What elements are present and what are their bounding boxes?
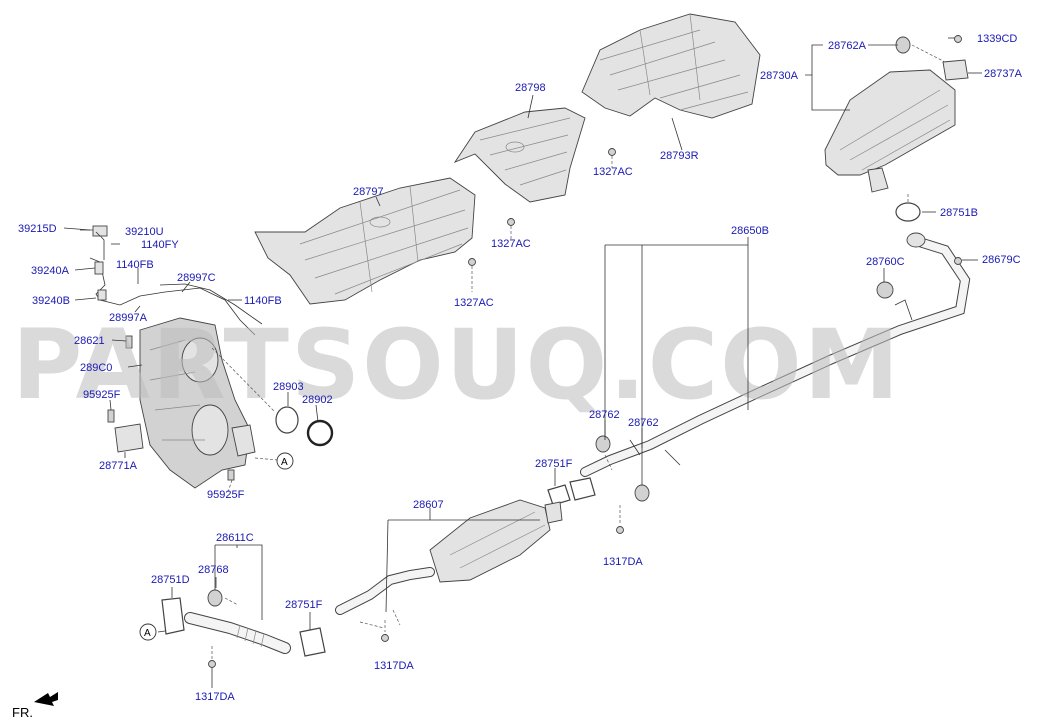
label-28997C[interactable]: 28997C xyxy=(177,272,216,284)
label-95925F-1[interactable]: 95925F xyxy=(83,389,121,401)
label-28611C[interactable]: 28611C xyxy=(216,532,254,544)
gasket-28751B xyxy=(895,202,921,222)
label-39240A[interactable]: 39240A xyxy=(31,265,70,277)
part-labels: 39215D 39210U 1140FY 39240A 1140FB 28997… xyxy=(18,33,1023,703)
gasket-28751D xyxy=(161,597,185,635)
hanger-28760C xyxy=(876,281,894,299)
muffler-28730A xyxy=(824,69,956,193)
front-arrow-icon xyxy=(34,692,58,706)
nut-1327AC-1 xyxy=(468,258,476,266)
ref-circle-a-2-text: A xyxy=(144,628,151,639)
tail-pipe-28650B xyxy=(580,232,971,477)
heat-shield-28797 xyxy=(254,177,476,305)
label-28760C[interactable]: 28760C xyxy=(866,256,905,268)
bolt-28621 xyxy=(125,335,133,349)
gasket-28751F-2 xyxy=(299,627,326,657)
heat-shield-28798 xyxy=(453,107,586,203)
nut-1317DA-1 xyxy=(616,526,624,534)
watermark-text: PARTSOUQ.COM xyxy=(12,309,901,421)
label-28751F-1[interactable]: 28751F xyxy=(535,458,573,470)
gasket-28903 xyxy=(275,406,299,434)
label-39215D[interactable]: 39215D xyxy=(18,223,57,235)
label-1317DA-2[interactable]: 1317DA xyxy=(374,660,414,672)
label-1317DA-1[interactable]: 1317DA xyxy=(603,556,643,568)
nut-1327AC-2 xyxy=(507,218,515,226)
leader-lines xyxy=(63,37,982,688)
label-28768[interactable]: 28768 xyxy=(198,564,229,576)
label-28650B[interactable]: 28650B xyxy=(731,225,769,237)
clamp-28902 xyxy=(306,419,334,447)
ref-circle-a-2[interactable]: A xyxy=(139,623,157,641)
label-28762-2[interactable]: 28762 xyxy=(628,417,659,429)
label-28903[interactable]: 28903 xyxy=(273,381,304,393)
catalytic-converter-289C0 xyxy=(139,317,256,489)
ref-circle-a-1-text: A xyxy=(281,457,288,468)
label-1327AC-1[interactable]: 1327AC xyxy=(454,297,494,309)
hanger-28768 xyxy=(207,589,223,607)
label-28607[interactable]: 28607 xyxy=(413,499,444,511)
label-28762-1[interactable]: 28762 xyxy=(589,409,620,421)
label-1327AC-3[interactable]: 1327AC xyxy=(593,166,633,178)
label-28679C[interactable]: 28679C xyxy=(982,254,1021,266)
label-95925F-2[interactable]: 95925F xyxy=(207,489,245,501)
label-28737A[interactable]: 28737A xyxy=(984,68,1023,80)
label-28771A[interactable]: 28771A xyxy=(99,460,138,472)
label-1317DA-3[interactable]: 1317DA xyxy=(195,691,235,703)
gasket-28751F-1 xyxy=(547,477,596,506)
label-28997A[interactable]: 28997A xyxy=(109,312,148,324)
label-1339CD[interactable]: 1339CD xyxy=(977,33,1017,45)
label-28751D[interactable]: 28751D xyxy=(151,574,190,586)
label-28798[interactable]: 28798 xyxy=(515,82,546,94)
label-39240B[interactable]: 39240B xyxy=(32,295,70,307)
center-muffler-28607 xyxy=(335,499,563,615)
front-direction-indicator: FR. xyxy=(12,692,58,720)
nut-1339CD xyxy=(954,35,962,43)
heat-shield-28793R xyxy=(581,13,761,119)
hanger-28762A xyxy=(895,36,911,54)
hanger-28762-2 xyxy=(634,484,650,502)
label-28621[interactable]: 28621 xyxy=(74,335,105,347)
label-1327AC-2[interactable]: 1327AC xyxy=(491,238,531,250)
nut-28679C xyxy=(954,257,962,265)
label-289C0[interactable]: 289C0 xyxy=(80,362,112,374)
front-pipe-28611C xyxy=(184,612,291,654)
bracket-28771A xyxy=(114,423,144,453)
label-1140FB-1[interactable]: 1140FB xyxy=(116,259,154,271)
label-28762A[interactable]: 28762A xyxy=(828,40,867,52)
label-1140FB-2[interactable]: 1140FB xyxy=(244,295,282,307)
label-28797[interactable]: 28797 xyxy=(353,186,384,198)
label-1140FY[interactable]: 1140FY xyxy=(141,239,179,251)
label-28793R[interactable]: 28793R xyxy=(660,150,699,162)
label-28751B[interactable]: 28751B xyxy=(940,207,978,219)
front-direction-label: FR. xyxy=(12,705,33,720)
label-28730A[interactable]: 28730A xyxy=(760,70,799,82)
label-28902[interactable]: 28902 xyxy=(302,394,333,406)
bolt-95925F-2 xyxy=(227,469,235,481)
nut-1317DA-3 xyxy=(208,660,216,668)
nut-1317DA-2 xyxy=(381,634,389,642)
nut-1327AC-3 xyxy=(608,148,616,156)
label-28751F-2[interactable]: 28751F xyxy=(285,599,323,611)
hanger-28762-1 xyxy=(595,435,611,453)
ref-circle-a-1[interactable]: A xyxy=(276,452,294,470)
label-39210U[interactable]: 39210U xyxy=(125,226,164,238)
bracket-28737A xyxy=(942,59,969,81)
